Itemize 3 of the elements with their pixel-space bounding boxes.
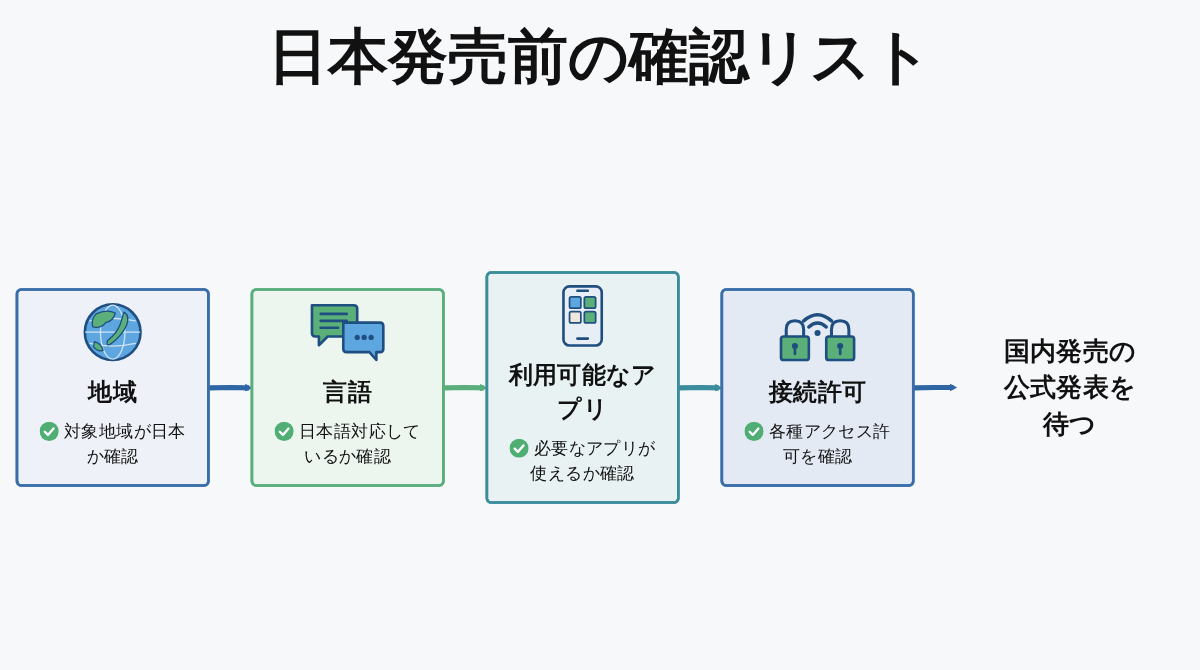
arrow <box>913 383 958 392</box>
title: 日本発売前の確認リスト <box>268 20 932 92</box>
node-text: 国内発売の公式発表を待つ <box>1004 335 1136 439</box>
